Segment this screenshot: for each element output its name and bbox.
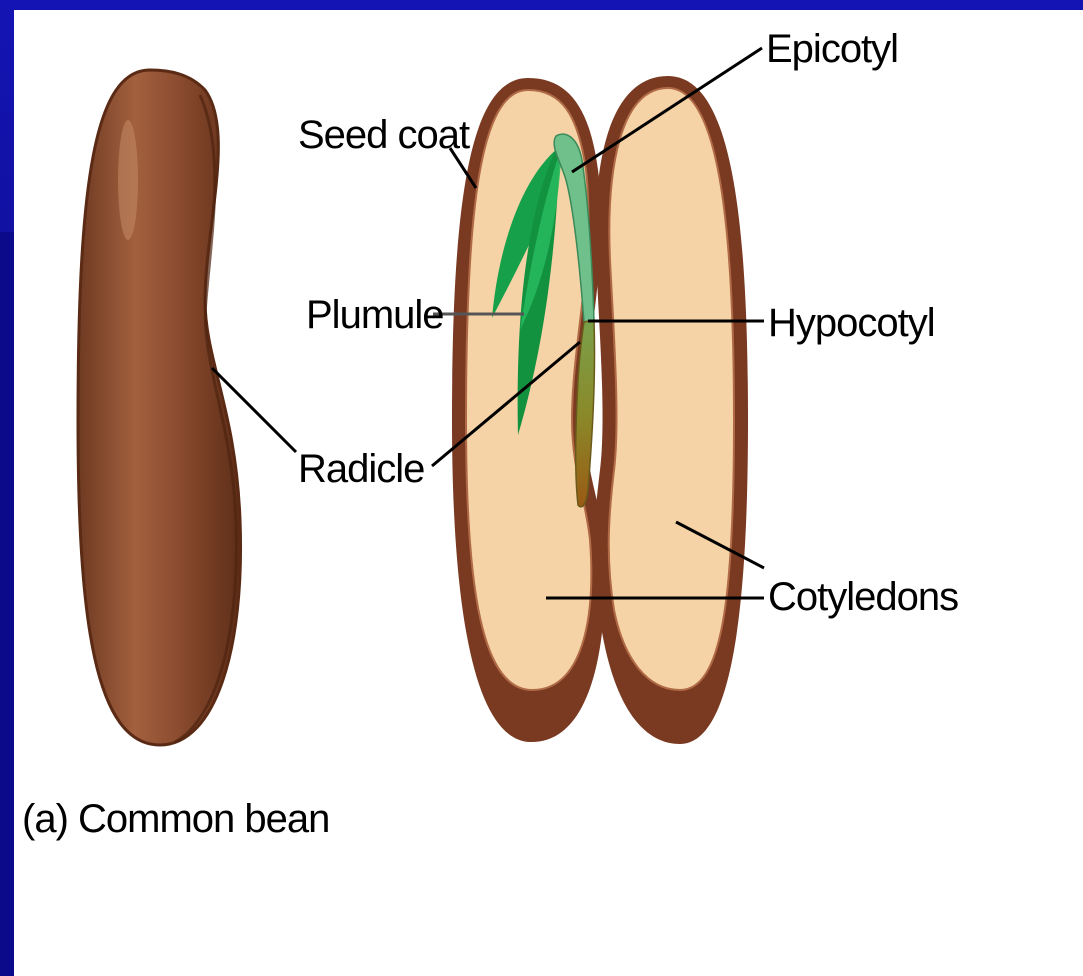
seed-half-right bbox=[594, 76, 748, 744]
hypocotyl-label: Hypocotyl bbox=[768, 301, 935, 345]
cotyledons-label: Cotyledons bbox=[768, 575, 958, 619]
figure-caption: (a) Common bean bbox=[22, 797, 329, 841]
radicle-label: Radicle bbox=[298, 447, 424, 491]
epicotyl-label: Epicotyl bbox=[766, 27, 898, 71]
seed-coat-label: Seed coat bbox=[298, 113, 470, 157]
plumule-label: Plumule bbox=[306, 293, 444, 337]
whole-bean bbox=[78, 70, 241, 745]
